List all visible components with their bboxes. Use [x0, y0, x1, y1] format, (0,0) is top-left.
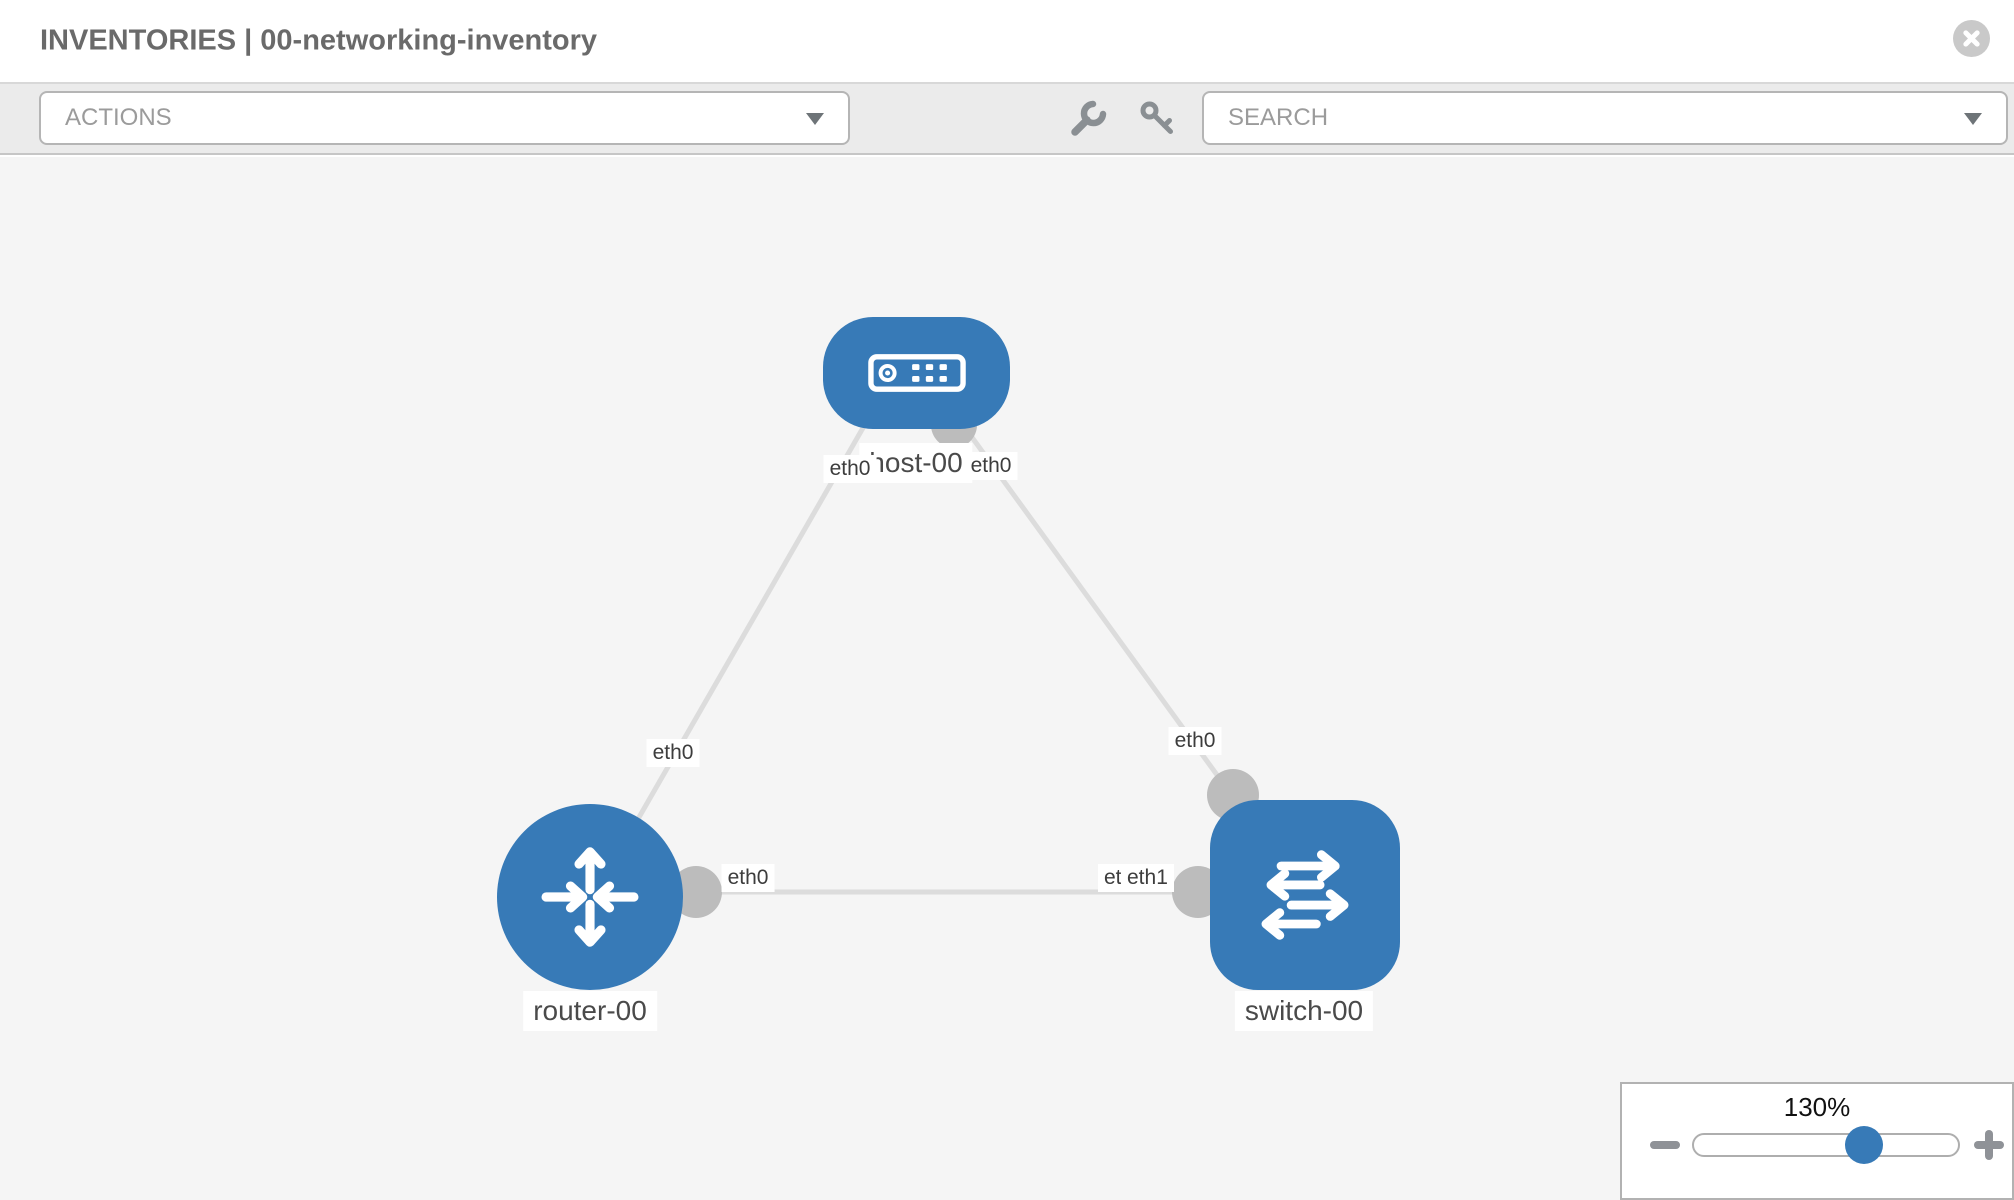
zoom-control-panel: 130%	[1620, 1082, 2014, 1200]
caret-down-icon	[806, 113, 824, 125]
zoom-slider-track[interactable]	[1692, 1133, 1960, 1157]
node-label-router: router-00	[523, 991, 657, 1031]
actions-dropdown-label: ACTIONS	[65, 104, 172, 131]
zoom-level-value: 130%	[1783, 1092, 1851, 1122]
topology-edges	[589, 402, 1259, 918]
node-switch-00[interactable]	[1210, 800, 1400, 990]
interface-label: eth0	[823, 455, 877, 483]
router-arrows-icon	[541, 847, 639, 947]
link-endpoint-connector	[670, 866, 722, 918]
node-label-switch: switch-00	[1234, 991, 1374, 1031]
modal-header: INVENTORIES | 00-networking-inventory	[0, 0, 2014, 84]
zoom-in-plus-icon	[1985, 1130, 1993, 1160]
toolbar: ACTIONS SEARCH	[0, 84, 2014, 155]
page-title: INVENTORIES | 00-networking-inventory	[40, 24, 598, 57]
interface-label: eth1	[1121, 864, 1174, 892]
interface-label: eth0	[964, 452, 1018, 480]
zoom-out-minus-icon[interactable]	[1650, 1141, 1680, 1149]
zoom-slider-handle[interactable]	[1845, 1126, 1883, 1164]
node-host-00[interactable]	[823, 317, 1010, 429]
interface-label: eth0	[1168, 727, 1222, 755]
zoom-in-button[interactable]	[1970, 1126, 2008, 1164]
close-icon[interactable]	[1953, 20, 1990, 57]
link-line-host-router	[589, 405, 878, 901]
switch-arrows-icon	[1261, 850, 1349, 940]
search-dropdown[interactable]: SEARCH	[1202, 91, 2008, 145]
node-label-host: host-00	[859, 443, 973, 483]
search-dropdown-label: SEARCH	[1228, 104, 1329, 131]
server-icon	[867, 354, 966, 392]
wrench-icon[interactable]	[1068, 99, 1108, 139]
interface-label: eth0	[646, 739, 700, 767]
actions-dropdown[interactable]: ACTIONS	[39, 91, 850, 145]
caret-down-icon	[1964, 113, 1982, 125]
node-router-00[interactable]	[497, 804, 683, 990]
interface-label: eth0	[721, 864, 775, 892]
key-icon[interactable]	[1138, 99, 1178, 139]
topology-canvas[interactable]: host-00 router-00 switch-00 eth0 eth0 et…	[0, 157, 2014, 1200]
